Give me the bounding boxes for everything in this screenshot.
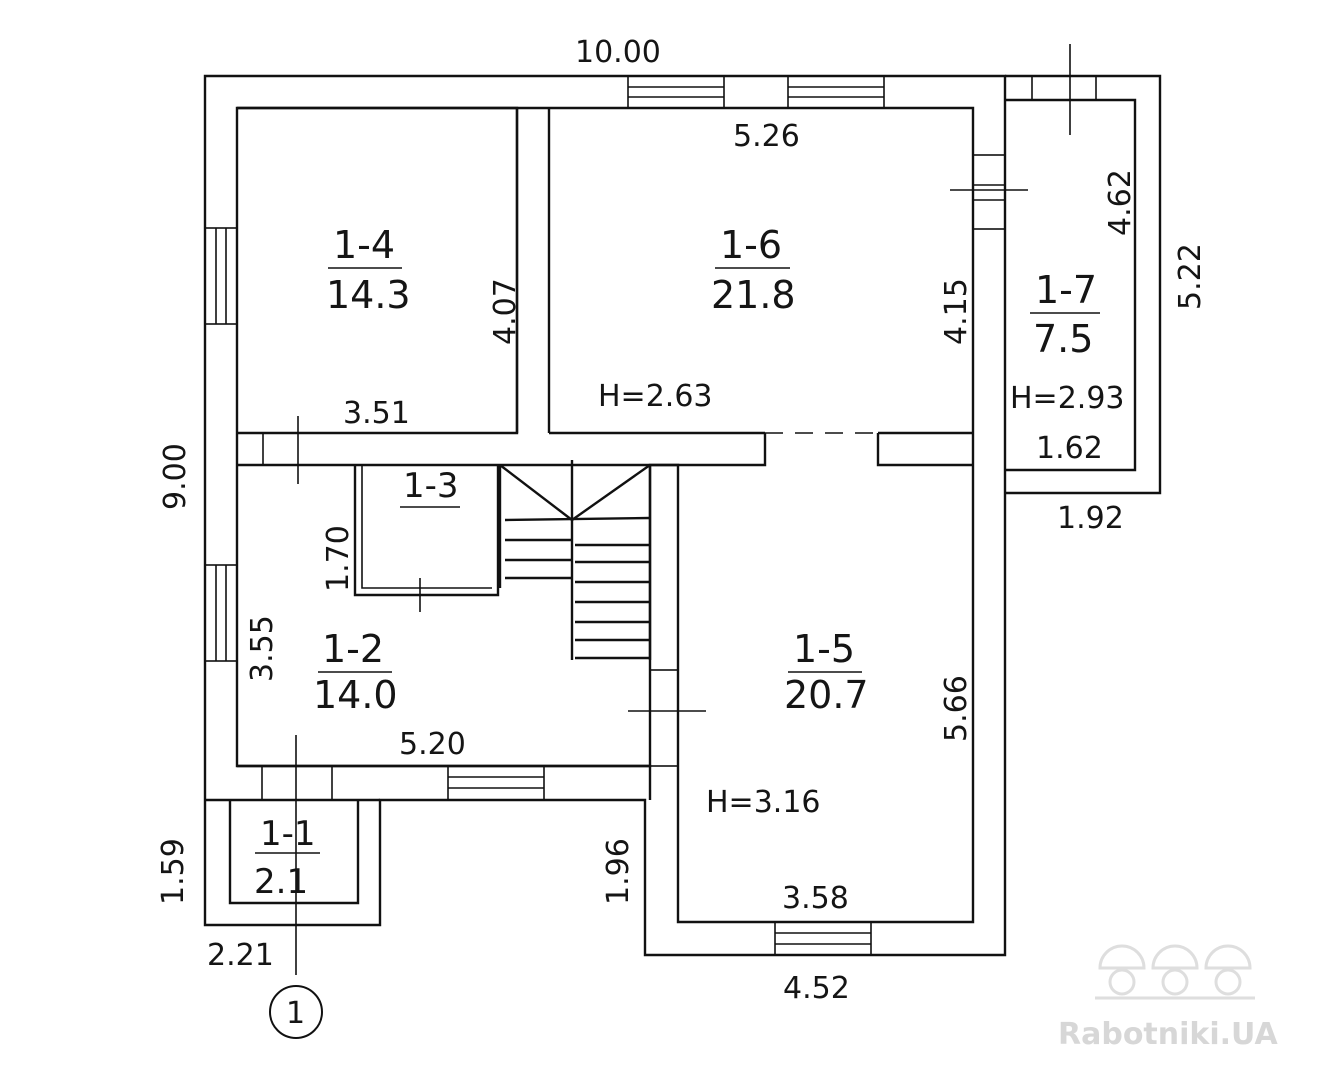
room-1-7-id: 1-7 — [1035, 268, 1097, 312]
windows — [204, 75, 1097, 956]
room-1-5-label: 1-5 20.7 H=3.16 — [706, 627, 869, 820]
dim-415: 4.15 — [939, 278, 974, 345]
section-marker: 1 — [269, 985, 323, 1039]
room-1-2-area: 14.0 — [313, 673, 398, 717]
room-1-1-id: 1-1 — [260, 814, 316, 854]
dim-overall-width: 10.00 — [575, 35, 661, 70]
dim-159: 1.59 — [156, 838, 191, 905]
dim-520: 5.20 — [399, 727, 466, 762]
dim-162: 1.62 — [1036, 431, 1103, 466]
dim-overall-height: 9.00 — [158, 443, 193, 510]
hardhat-icon — [1095, 944, 1255, 1000]
dim-196: 1.96 — [601, 838, 636, 905]
room-1-6-height: H=2.63 — [598, 379, 713, 414]
dim-522: 5.22 — [1173, 243, 1208, 310]
dim-358: 3.58 — [782, 881, 849, 916]
room-1-4-area: 14.3 — [326, 273, 411, 317]
room-1-3-walls — [353, 465, 500, 597]
room-1-3-label: 1-3 — [400, 466, 460, 508]
dim-566: 5.66 — [939, 675, 974, 742]
room-1-1-walls — [205, 798, 380, 905]
watermark: Rabotniki.UA — [1058, 944, 1278, 1052]
dim-526: 5.26 — [733, 119, 800, 154]
room-1-1-label: 1-1 2.1 — [254, 814, 320, 902]
dim-192: 1.92 — [1057, 501, 1124, 536]
section-marker-number: 1 — [286, 996, 305, 1031]
watermark-text: Rabotniki.UA — [1058, 1017, 1278, 1052]
partition-wall — [515, 108, 551, 433]
outer-walls — [203, 74, 1007, 957]
room-1-4-id: 1-4 — [333, 223, 395, 267]
room-1-6-label: 1-6 21.8 H=2.63 — [598, 223, 796, 414]
room-1-5-id: 1-5 — [793, 627, 855, 671]
room-1-2-label: 1-2 14.0 — [313, 627, 398, 717]
room-1-5-height: H=3.16 — [706, 785, 821, 820]
room-1-7-area: 7.5 — [1033, 317, 1093, 361]
room-1-4-label: 1-4 14.3 — [326, 223, 411, 317]
room-1-6-id: 1-6 — [720, 223, 782, 267]
room-1-2-bottom — [237, 764, 652, 800]
room-1-7-label: 1-7 7.5 H=2.93 — [1010, 268, 1125, 416]
staircase — [498, 460, 652, 660]
dim-170: 1.70 — [321, 525, 356, 592]
room-1-2-id: 1-2 — [322, 627, 384, 671]
dim-407: 4.07 — [488, 278, 523, 345]
dim-351: 3.51 — [343, 396, 410, 431]
room-1-3-id: 1-3 — [403, 466, 459, 506]
room-1-4-walls — [237, 106, 519, 435]
room-1-1-area: 2.1 — [254, 862, 308, 902]
dim-452: 4.52 — [783, 971, 850, 1006]
dim-355: 3.55 — [245, 615, 280, 682]
dim-221: 2.21 — [207, 938, 274, 973]
room-1-5-area: 20.7 — [784, 673, 869, 717]
room-1-7-height: H=2.93 — [1010, 381, 1125, 416]
door-marks — [261, 44, 1071, 975]
room-1-6-area: 21.8 — [711, 273, 796, 317]
dim-462: 4.62 — [1103, 169, 1138, 236]
corridor-wall — [237, 433, 973, 467]
